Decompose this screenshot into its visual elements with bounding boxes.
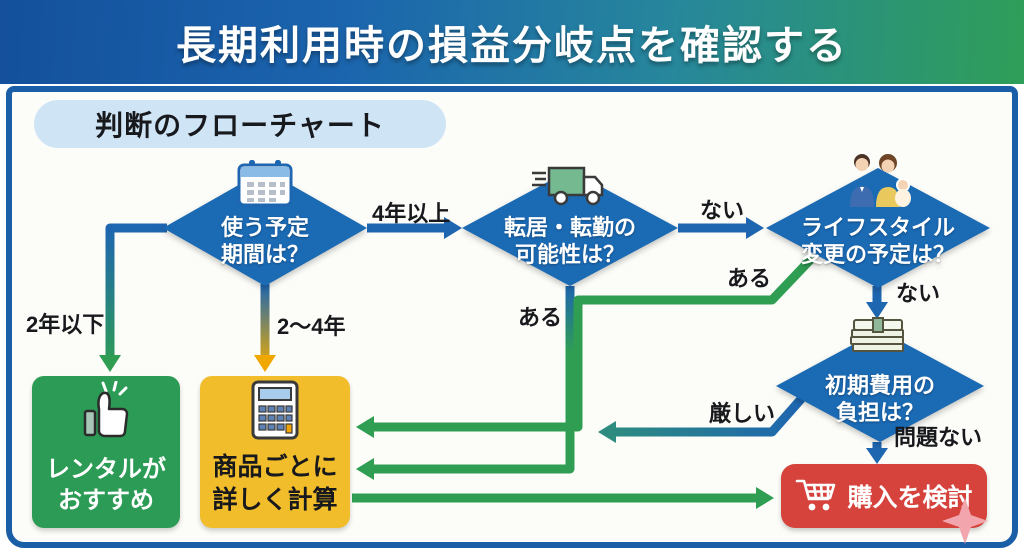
edge-label-moving-no: ない	[700, 198, 745, 223]
section-header: 判断のフローチャート	[34, 100, 446, 148]
decision-moving-line2: 可能性は？	[514, 242, 625, 267]
decision-period: 使う予定 期間は？	[163, 170, 367, 286]
edge-label-lifestyle-yes: ある	[727, 266, 772, 291]
edge-label-cost-ok: 問題ない	[894, 425, 983, 450]
truck-icon	[532, 164, 608, 215]
decision-moving-line1: 転居・転勤の	[503, 214, 636, 240]
calendar-icon	[237, 160, 293, 213]
decision-period-line1: 使う予定	[220, 214, 309, 240]
decision-cost-line2: 負担は？	[835, 400, 924, 425]
money-icon	[845, 311, 911, 360]
edge-label-2to4y: 2〜4年	[277, 314, 346, 339]
outcome-rental: レンタルが おすすめ	[32, 376, 180, 528]
decision-lifestyle-line2: 変更の予定は？	[800, 242, 955, 267]
edge-label-cost-hard: 厳しい	[709, 401, 776, 426]
calculator-icon	[251, 380, 299, 445]
outcome-calculate-line2: 詳しく計算	[212, 485, 338, 514]
outcome-purchase: 購入を検討	[781, 464, 987, 528]
page-title: 長期利用時の損益分岐点を確認する	[176, 24, 848, 68]
decision-lifestyle-line1: ライフスタイル	[800, 214, 955, 240]
family-icon	[845, 153, 915, 212]
title-banner: 長期利用時の損益分岐点を確認する	[0, 0, 1024, 84]
outcome-calculate: 商品ごとに 詳しく計算	[200, 376, 350, 528]
thumbs-up-icon	[73, 380, 139, 448]
decision-period-line2: 期間は？	[220, 242, 309, 267]
edge-label-moving-yes: ある	[518, 305, 563, 330]
cart-icon	[795, 477, 837, 518]
outcome-purchase-label: 購入を検討	[847, 484, 973, 512]
decision-cost-line1: 初期費用の	[824, 372, 935, 398]
outcome-rental-line1: レンタルが	[46, 455, 166, 483]
edge-label-lifestyle-no: ない	[896, 281, 941, 306]
edge-label-under2y: 2年以下	[26, 312, 105, 337]
edge-label-over4y: 4年以上	[372, 201, 451, 226]
section-title: 判断のフローチャート	[95, 110, 385, 141]
outcome-calculate-line1: 商品ごとに	[212, 453, 338, 481]
outcome-rental-line2: おすすめ	[58, 486, 154, 514]
